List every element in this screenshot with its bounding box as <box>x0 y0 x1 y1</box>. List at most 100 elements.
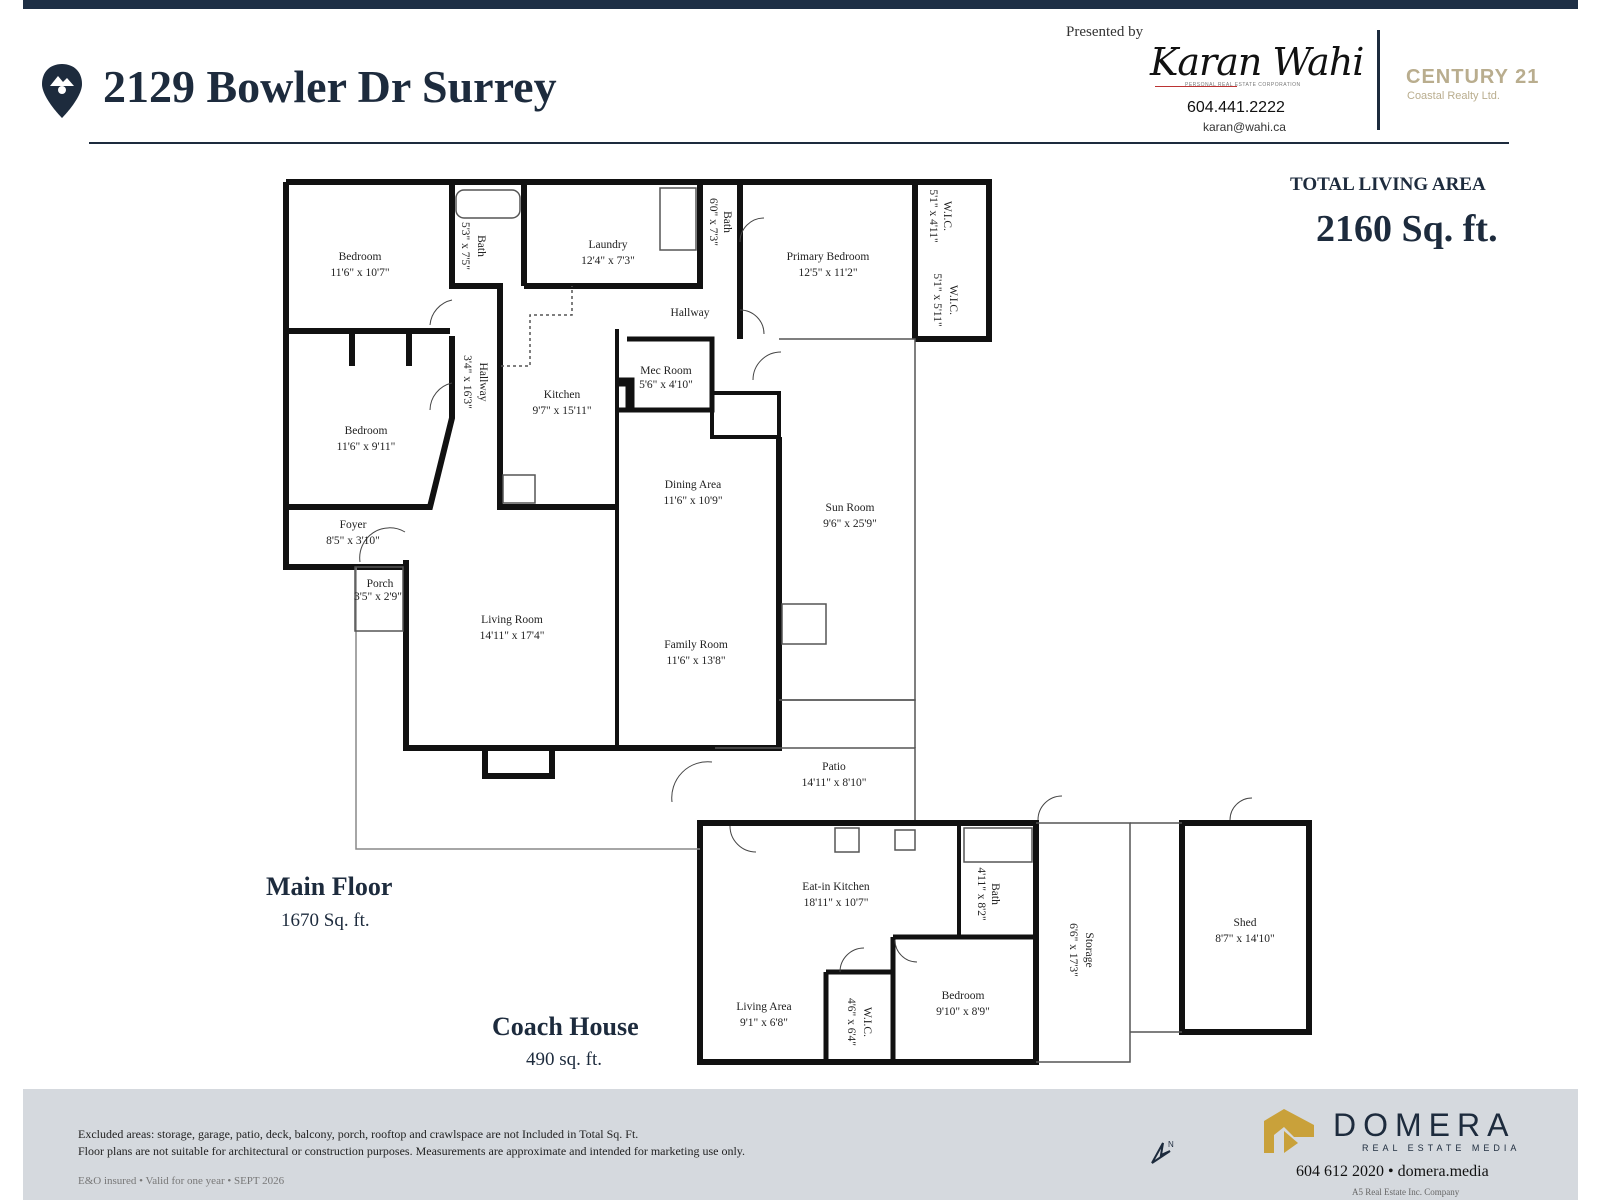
domera-tagline: REAL ESTATE MEDIA <box>1362 1143 1521 1153</box>
room-dims-eatin: 18'11" x 10'7" <box>804 897 869 909</box>
agent-phone[interactable]: 604.441.2222 <box>1187 99 1285 116</box>
bath2-shower <box>659 187 697 251</box>
room-dims-wic2: 5'1" x 5'11" <box>931 273 943 326</box>
room-dims-primary: 12'5" x 11'2" <box>798 267 857 279</box>
domera-wordmark: DOMERA <box>1333 1107 1516 1143</box>
door-swing-bedroom3 <box>894 939 918 963</box>
room-dims-family: 11'6" x 13'8" <box>666 655 725 667</box>
north-arrow-icon: N <box>1151 1140 1174 1164</box>
room-name-eatin: Eat-in Kitchen <box>802 881 870 893</box>
wall-bedroom2 <box>286 336 455 510</box>
footer-exclusions: Excluded areas: storage, garage, patio, … <box>78 1127 639 1141</box>
room-name-wic1: W.I.C. <box>941 201 953 231</box>
domera-contact[interactable]: 604 612 2020 • domera.media <box>1296 1163 1489 1180</box>
coach-house-area: 490 sq. ft. <box>526 1049 602 1070</box>
wall-top <box>286 179 992 342</box>
room-dims-livingarea: 9'1" x 6'8" <box>740 1017 788 1029</box>
sunroom-bottom <box>779 699 916 748</box>
room-dims-sun: 9'6" x 25'9" <box>823 518 877 530</box>
svg-text:N: N <box>1168 1140 1174 1149</box>
room-dims-shed: 8'7" x 14'10" <box>1215 933 1275 945</box>
brokerage-subtitle: Coastal Realty Ltd. <box>1407 90 1500 102</box>
room-name-wic2: W.I.C. <box>947 285 959 315</box>
signature-underline <box>1155 86 1237 87</box>
brokerage-logo-text: CENTURY 21 <box>1406 66 1540 88</box>
deck-outline <box>355 567 700 850</box>
room-dims-mec: 5'6" x 4'10" <box>639 379 693 391</box>
door-swing-shed <box>1229 797 1253 821</box>
room-dims-wic1: 5'1" x 4'11" <box>927 189 939 242</box>
door-swing-bedroom1 <box>429 299 453 326</box>
room-name-bath2: Bath <box>721 211 733 233</box>
agent-signature: Karan Wahi <box>1150 40 1364 84</box>
stove <box>502 474 536 504</box>
wall-shed <box>1179 820 1312 1035</box>
wall-bedroom3 <box>890 934 1036 1062</box>
room-dims-storage: 6'6" x 17'3" <box>1067 923 1079 977</box>
door-swing-bedroom2 <box>429 382 453 411</box>
room-dims-bedroom1: 11'6" x 10'7" <box>330 267 389 279</box>
door-swing-primary <box>739 217 765 243</box>
room-dims-patio: 14'11" x 8'10" <box>802 777 867 789</box>
floor-plan: Bedroom 11'6" x 10'7" Bath 5'3" x 7'5" L… <box>283 179 1312 1065</box>
page-title: 2129 Bowler Dr Surrey <box>103 61 557 112</box>
total-living-area-value: 2160 Sq. ft. <box>1316 208 1498 250</box>
door-swing-storage <box>1037 795 1063 821</box>
room-name-mec: Mec Room <box>640 365 691 377</box>
room-dims-living: 14'11" x 17'4" <box>480 630 545 642</box>
top-bar <box>23 0 1578 9</box>
main-floor-area: 1670 Sq. ft. <box>281 910 370 931</box>
sunroom-steps <box>781 603 827 645</box>
footer-validity: E&O insured • Valid for one year • SEPT … <box>78 1175 285 1187</box>
room-name-bath3: Bath <box>989 883 1001 905</box>
room-dims-hallway-side: 3'4" x 16'3" <box>461 355 473 409</box>
domera-legal: A5 Real Estate Inc. Company <box>1352 1187 1460 1197</box>
storage-outline <box>1036 822 1131 1063</box>
wall-fireplace <box>482 748 555 779</box>
room-name-bedroom1: Bedroom <box>339 251 382 263</box>
agent-divider <box>1377 30 1380 130</box>
wall-mec-closet <box>710 391 781 439</box>
room-dims-porch: 3'5" x 2'9" <box>354 591 402 603</box>
porch-outline <box>354 566 404 632</box>
room-dims-kitchen: 9'7" x 15'11" <box>532 405 591 417</box>
agent-email[interactable]: karan@wahi.ca <box>1203 120 1286 134</box>
room-name-foyer: Foyer <box>340 519 367 531</box>
wall-laundry <box>521 182 703 289</box>
room-name-sun: Sun Room <box>826 502 875 514</box>
room-name-laundry: Laundry <box>589 239 628 251</box>
coach-house-label: Coach House <box>492 1012 639 1041</box>
wall-hall <box>449 182 617 510</box>
room-name-livingarea: Living Area <box>736 1001 791 1013</box>
room-dims-dining: 11'6" x 10'9" <box>663 495 722 507</box>
total-living-area-label: TOTAL LIVING AREA <box>1290 174 1486 195</box>
room-name-patio: Patio <box>822 761 846 773</box>
room-name-bedroom3: Bedroom <box>942 990 985 1002</box>
door-swing-foyer <box>359 527 406 563</box>
wall-chimney <box>617 377 635 410</box>
room-name-primary: Primary Bedroom <box>787 251 870 263</box>
room-dims-bedroom3: 9'10" x 8'9" <box>936 1006 990 1018</box>
room-dims-bath1: 5'3" x 7'5" <box>459 222 471 270</box>
storage-shed-link <box>1130 822 1182 1033</box>
footer-bar <box>23 1089 1578 1200</box>
room-name-bedroom2: Bedroom <box>345 425 388 437</box>
domera-logo-icon <box>1264 1109 1314 1153</box>
door-swing-hall <box>739 309 765 335</box>
wall-living-left <box>403 560 617 751</box>
wall-bath3 <box>957 823 1036 939</box>
main-floor-label: Main Floor <box>266 872 393 901</box>
footer-disclaimer: Floor plans are not suitable for archite… <box>78 1144 746 1158</box>
wall-mec <box>617 336 715 413</box>
room-name-storage: Storage <box>1083 932 1095 967</box>
room-name-living: Living Room <box>481 614 543 626</box>
coach-sink <box>894 829 916 851</box>
kitchen-counter <box>501 286 573 367</box>
bath1-tub <box>455 189 521 219</box>
wall-wic3 <box>823 969 893 1062</box>
room-name-porch: Porch <box>367 578 394 590</box>
room-name-hallway-top: Hallway <box>671 307 710 319</box>
room-name-shed: Shed <box>1234 917 1257 929</box>
room-dims-wic3: 4'6" x 6'4" <box>845 998 857 1046</box>
location-pin-icon <box>42 64 82 118</box>
